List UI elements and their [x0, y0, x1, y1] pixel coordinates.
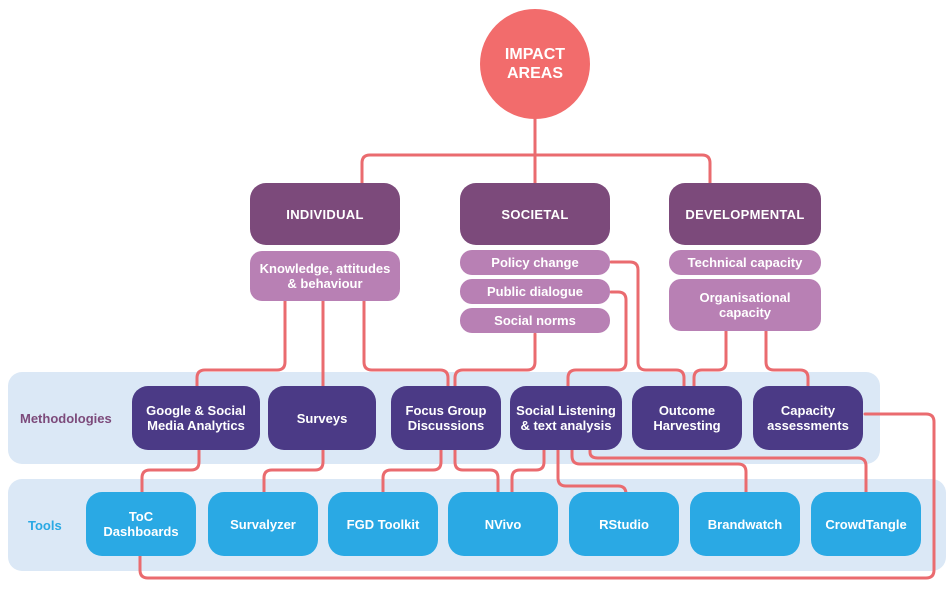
methodology-focus-group-label: Focus Group Discussions: [405, 403, 487, 433]
methodology-surveys-label: Surveys: [296, 410, 348, 426]
tool-rstudio: RStudio: [569, 492, 679, 556]
methodology-social-listening-label: Social Listening & text analysis: [516, 403, 616, 433]
tool-crowdtangle-label: CrowdTangle: [825, 516, 907, 532]
tool-fgd-toolkit: FGD Toolkit: [328, 492, 438, 556]
tool-crowdtangle: CrowdTangle: [811, 492, 921, 556]
impact-areas-label: IMPACT AREAS: [504, 46, 566, 82]
connector-listening-crowdtangle: [588, 446, 868, 496]
area-individual-label: INDIVIDUAL: [286, 206, 364, 222]
tool-survalyzer-label: Survalyzer: [230, 516, 296, 532]
sub-item-organisational-capacity: Organisational capacity: [669, 279, 821, 331]
connector-listening-nvivo: [510, 446, 546, 496]
impact-areas-circle: IMPACT AREAS: [480, 9, 590, 119]
methodology-google-analytics: Google & Social Media Analytics: [132, 386, 260, 450]
sub-item-knowledge-label: Knowledge, attitudes & behaviour: [259, 261, 391, 291]
methodology-capacity-assessments: Capacity assessments: [753, 386, 863, 450]
connector-listening-rstudio: [556, 446, 628, 496]
area-societal-label: SOCIETAL: [501, 206, 569, 222]
tool-nvivo-label: NVivo: [484, 516, 522, 532]
area-developmental-label: DEVELOPMENTAL: [685, 206, 805, 222]
methodology-focus-group: Focus Group Discussions: [391, 386, 501, 450]
connector-google-toc: [140, 446, 201, 496]
tool-survalyzer: Survalyzer: [208, 492, 318, 556]
connector-policy-outcome: [609, 260, 686, 390]
sub-item-public-dialogue: Public dialogue: [460, 279, 610, 304]
methodology-social-listening: Social Listening & text analysis: [510, 386, 622, 450]
area-developmental: DEVELOPMENTAL: [669, 183, 821, 245]
connector-listening-brandwatch: [570, 446, 748, 496]
area-societal: SOCIETAL: [460, 183, 610, 245]
sub-item-technical-capacity-label: Technical capacity: [687, 255, 803, 270]
connector-knowledge-google: [195, 298, 287, 390]
tool-brandwatch-label: Brandwatch: [707, 516, 783, 532]
connector-fgd-nvivo: [453, 446, 500, 496]
tool-nvivo: NVivo: [448, 492, 558, 556]
tool-fgd-toolkit-label: FGD Toolkit: [346, 516, 420, 532]
sub-item-policy-change-label: Policy change: [491, 255, 579, 270]
connector-capacity-toc-loop: [138, 412, 936, 580]
sub-item-organisational-capacity-label: Organisational capacity: [699, 290, 791, 320]
connector-fgd-toolkit: [381, 446, 443, 496]
connector-public-listening: [566, 290, 628, 390]
sub-item-social-norms: Social norms: [460, 308, 610, 333]
tool-brandwatch: Brandwatch: [690, 492, 800, 556]
connector-org-outcome: [692, 328, 728, 390]
sub-item-technical-capacity: Technical capacity: [669, 250, 821, 275]
tools-row-label: Tools: [28, 518, 62, 533]
sub-item-policy-change: Policy change: [460, 250, 610, 275]
tool-toc-dashboards-label: ToC Dashboards: [103, 509, 179, 539]
methodology-outcome-harvesting: Outcome Harvesting: [632, 386, 742, 450]
connector-socialnorms-fgd: [453, 332, 537, 390]
methodology-outcome-harvesting-label: Outcome Harvesting: [653, 403, 721, 433]
methodology-google-analytics-label: Google & Social Media Analytics: [146, 403, 246, 433]
methodology-capacity-assessments-label: Capacity assessments: [767, 403, 849, 433]
connector-impact-bar: [360, 153, 712, 185]
connector-surveys-survalyzer: [262, 446, 325, 496]
connector-knowledge-fgd: [362, 298, 450, 390]
sub-item-social-norms-label: Social norms: [494, 313, 576, 328]
connector-org-capacity: [764, 328, 810, 390]
methodologies-row-label: Methodologies: [20, 411, 112, 426]
sub-item-public-dialogue-label: Public dialogue: [486, 284, 584, 299]
area-individual: INDIVIDUAL: [250, 183, 400, 245]
tool-rstudio-label: RStudio: [599, 516, 649, 532]
sub-item-knowledge: Knowledge, attitudes & behaviour: [250, 251, 400, 301]
tool-toc-dashboards: ToC Dashboards: [86, 492, 196, 556]
methodology-surveys: Surveys: [268, 386, 376, 450]
